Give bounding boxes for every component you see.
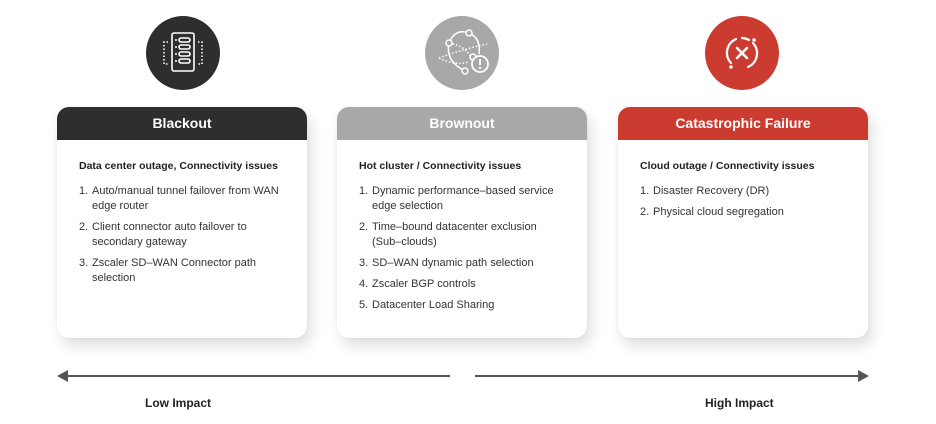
list-item: 1.Dynamic performance–based service edge… (359, 185, 554, 212)
server-failover-icon (146, 16, 220, 90)
card-title: Catastrophic Failure (618, 107, 868, 140)
card-catastrophic-failure: Catastrophic Failure Cloud outage / Conn… (618, 107, 868, 338)
card-blackout: Blackout Data center outage, Connectivit… (57, 107, 307, 338)
brownout-icon-badge (425, 16, 499, 90)
list-item: 2.Time–bound datacenter exclusion (Sub–c… (359, 221, 537, 248)
catastrophic-icon-badge (705, 16, 779, 90)
list-item: 2.Physical cloud segregation (640, 206, 784, 218)
list-item: 4.Zscaler BGP controls (359, 278, 476, 290)
card-brownout: Brownout Hot cluster / Connectivity issu… (337, 107, 587, 338)
network-warning-icon (425, 16, 499, 90)
card-subtitle: Data center outage, Connectivity issues (79, 160, 278, 172)
mitigation-list: 1.Dynamic performance–based service edge… (359, 184, 565, 313)
mitigation-list: 1.Disaster Recovery (DR) 2.Physical clou… (640, 184, 846, 220)
blackout-icon-badge (146, 16, 220, 90)
list-item: 3.SD–WAN dynamic path selection (359, 257, 534, 269)
circle-x-icon (705, 16, 779, 90)
right-arrow-head-icon (858, 370, 869, 382)
left-arrow-head-icon (57, 370, 68, 382)
low-impact-label: Low Impact (145, 396, 212, 410)
card-subtitle: Cloud outage / Connectivity issues (640, 160, 815, 172)
list-item: 3.Zscaler SD–WAN Connector path selectio… (79, 257, 257, 284)
card-title: Blackout (57, 107, 307, 140)
list-item: 2.Client connector auto failover to seco… (79, 221, 247, 248)
mitigation-list: 1.Auto/manual tunnel failover from WAN e… (79, 184, 285, 286)
high-impact-label: High Impact (705, 396, 774, 410)
high-impact-arrow-line (475, 375, 859, 377)
card-title: Brownout (337, 107, 587, 140)
low-impact-arrow-line (66, 375, 450, 377)
card-subtitle: Hot cluster / Connectivity issues (359, 160, 522, 172)
list-item: 1.Disaster Recovery (DR) (640, 185, 770, 197)
list-item: 1.Auto/manual tunnel failover from WAN e… (79, 185, 279, 212)
list-item: 5.Datacenter Load Sharing (359, 299, 495, 311)
